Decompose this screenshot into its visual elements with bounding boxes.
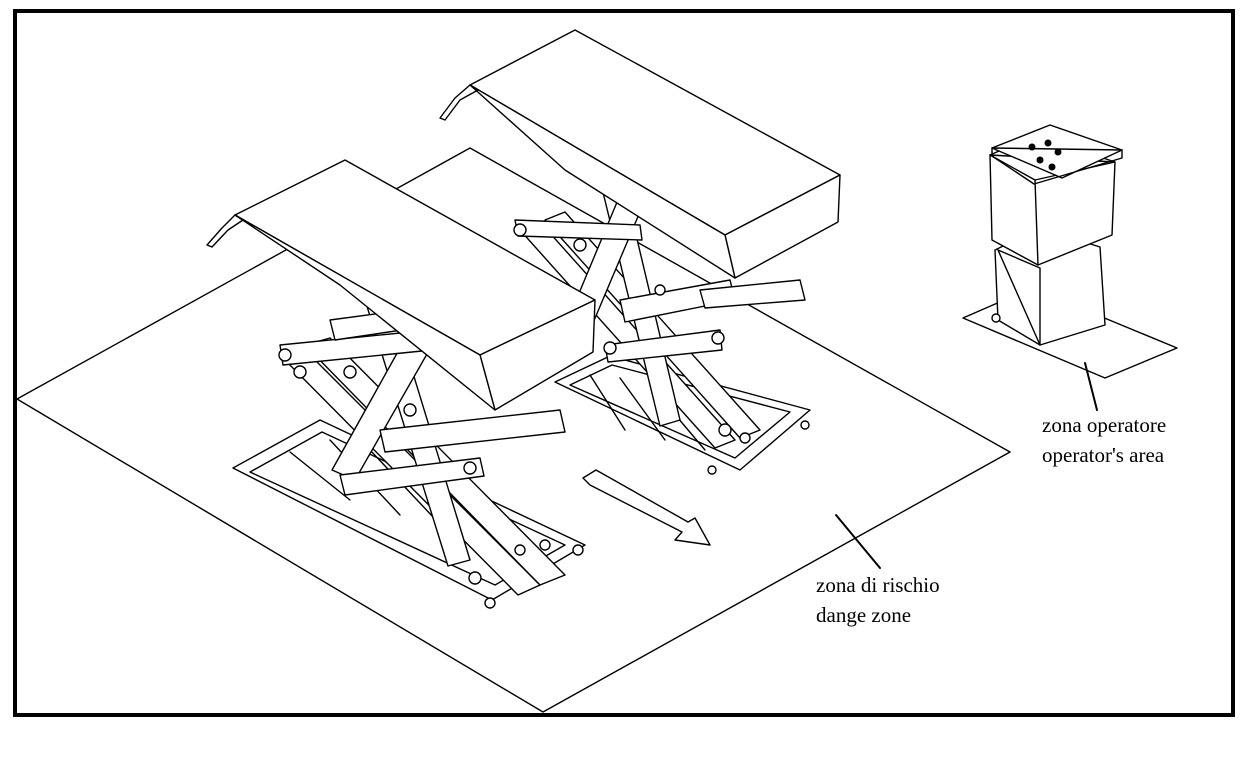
risk-zone-label-en: dange zone <box>816 603 912 627</box>
risk-zone-label-it: zona di rischio <box>816 573 940 597</box>
operator-leader-line <box>1084 362 1098 411</box>
rear-scissor-lift <box>439 29 841 475</box>
operator-zone-label-it: zona operatore <box>1042 413 1167 437</box>
arrow-right-down-icon <box>582 469 711 546</box>
risk-leader-line <box>835 514 881 569</box>
control-console <box>989 124 1123 346</box>
operator-zone-label-en: operator's area <box>1042 443 1165 467</box>
front-scissor-lift <box>206 159 596 609</box>
